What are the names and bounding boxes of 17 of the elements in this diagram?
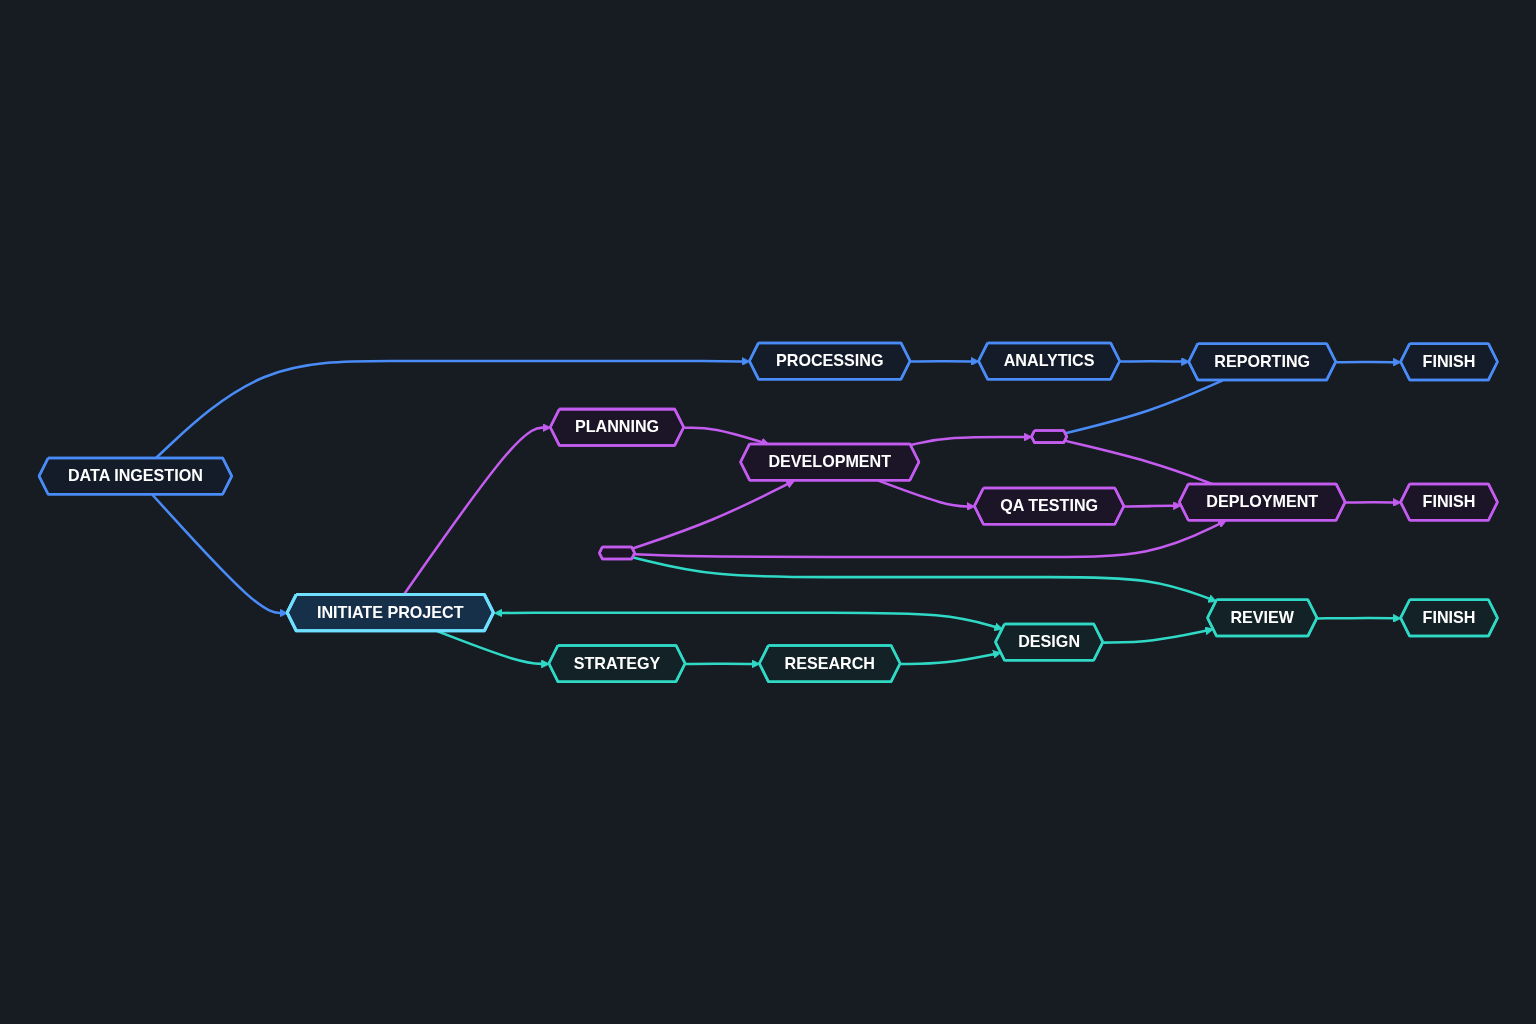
arrow bbox=[1335, 357, 1402, 367]
arrow bbox=[151, 493, 288, 618]
connector bbox=[1064, 379, 1223, 435]
arrow bbox=[910, 356, 980, 366]
arrow bbox=[1103, 626, 1214, 644]
arrow bbox=[632, 555, 1217, 603]
arrow bbox=[631, 479, 795, 550]
arrow bbox=[910, 432, 1033, 446]
arrow bbox=[1317, 613, 1402, 623]
arrow bbox=[1345, 497, 1402, 507]
arrow bbox=[900, 649, 1002, 665]
arrow bbox=[877, 479, 975, 511]
arrow bbox=[1119, 356, 1190, 366]
arrow bbox=[493, 608, 1003, 631]
arrow bbox=[634, 519, 1227, 558]
arrow bbox=[685, 659, 760, 669]
arrow bbox=[1124, 501, 1182, 510]
